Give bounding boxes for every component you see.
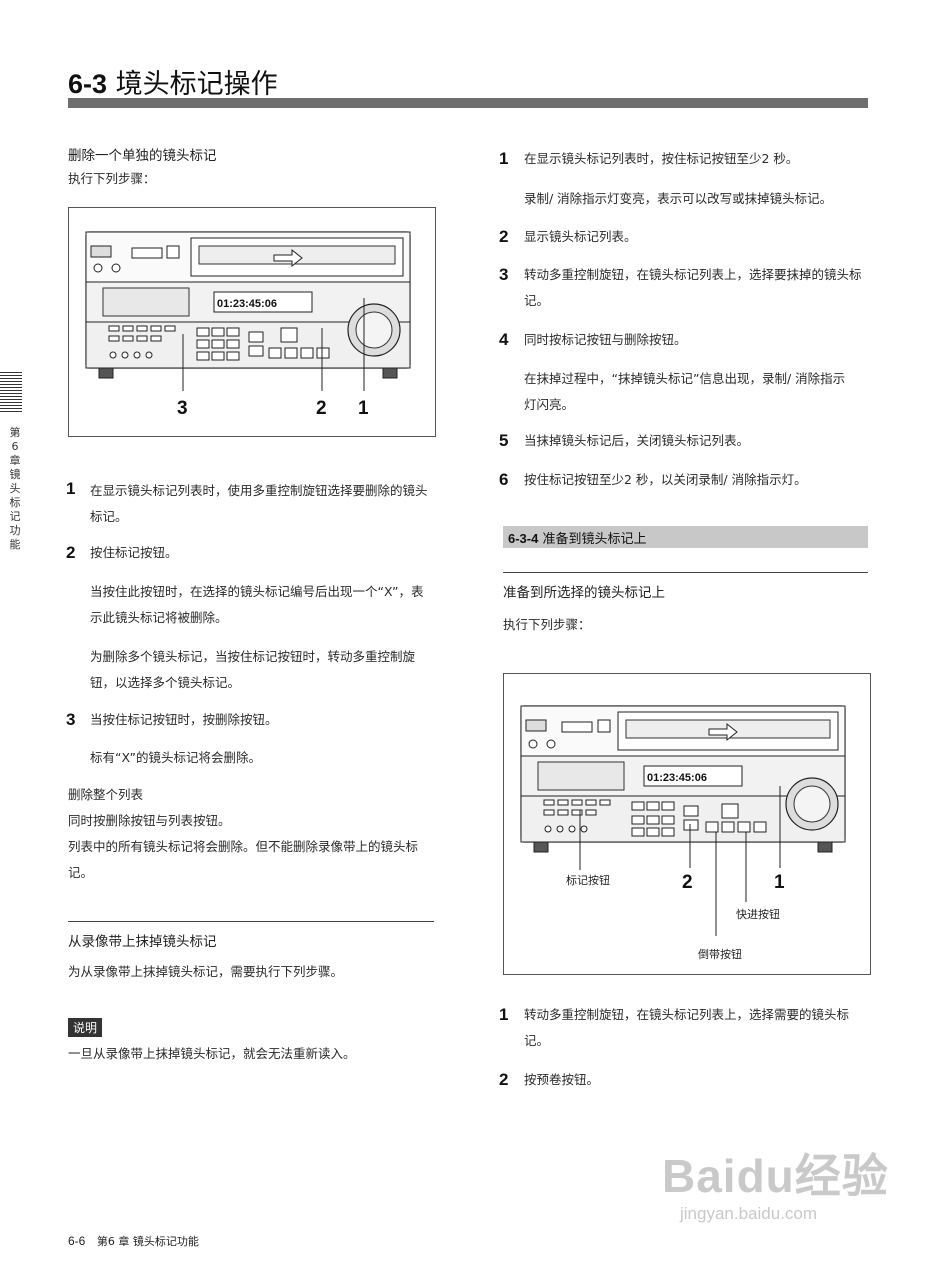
step-detail: 当按住此按钮时，在选择的镜头标记编号后出现一个“X”，表 示此镜头标记将被删除。 xyxy=(90,579,435,631)
watermark: Baidu经验 jingyan.baidu.com xyxy=(662,1140,889,1224)
step-text: 在显示镜头标记列表时，使用多重控制旋钮选择要删除的镜头 标记。 xyxy=(90,478,435,530)
section-title: 境头标记操作 xyxy=(115,69,278,100)
text-line: 列表中的所有镜头标记将会删除。但不能删除录像带上的镜头标 xyxy=(68,839,419,854)
step-line: 转动多重控制旋钮，在镜头标记列表上，选择需要的镜头标 xyxy=(524,1007,850,1022)
page-number: 6-6 xyxy=(68,1234,86,1248)
subsection-number: 6-3-4 xyxy=(508,531,539,546)
step-line: 记。 xyxy=(524,1033,550,1048)
callout-3: 3 xyxy=(177,398,188,419)
detail-line: 灯闪亮。 xyxy=(524,397,575,412)
figure-vtr-panel-2: 01:23:45:06 标记按钮 2 1 快进按钮 倒带按钮 xyxy=(503,673,871,975)
callout-1: 1 xyxy=(358,398,369,419)
step-text: 按住标记按钮至少2 秒，以关闭录制/ 消除指示灯。 xyxy=(524,472,807,487)
label-ff-button: 快进按钮 xyxy=(736,907,780,921)
step-number: 3 xyxy=(499,265,509,284)
watermark-url: jingyan.baidu.com xyxy=(680,1204,818,1223)
vtr-panel-drawing: 01:23:45:06 3 2 1 xyxy=(85,231,411,419)
vtr-panel-drawing: 01:23:45:06 标记按钮 2 1 快进按钮 倒带按钮 xyxy=(520,705,846,961)
step-number: 4 xyxy=(499,330,509,349)
section-number: 6-3 xyxy=(68,69,108,99)
step-number: 6 xyxy=(499,470,509,489)
detail-line: 示此镜头标记将被删除。 xyxy=(90,610,228,625)
step-text: 转动多重控制旋钮，在镜头标记列表上，选择要抹掉的镜头标 记。 xyxy=(524,262,869,314)
subheading-cue-to-mark: 准备到所选择的镜头标记上 xyxy=(503,585,665,601)
subsection-title: 准备到镜头标记上 xyxy=(542,532,647,547)
label-mark-button: 标记按钮 xyxy=(566,873,610,887)
step-detail: 录制/ 消除指示灯变亮，表示可以改写或抹掉镜头标记。 xyxy=(524,191,833,206)
step-number: 3 xyxy=(66,710,76,729)
step-text: 同时按标记按钮与删除按钮。 xyxy=(524,332,687,347)
detail-line: 在抹掉过程中，“抹掉镜头标记”信息出现，录制/ 消除指示 xyxy=(524,371,846,386)
timecode-display-1: 01:23:45:06 xyxy=(217,298,277,310)
intro-text: 执行下列步骤： xyxy=(503,617,591,632)
figure-vtr-panel-1: 01:23:45:06 3 2 1 xyxy=(68,207,436,437)
watermark-logo: Baidu经验 xyxy=(662,1150,889,1202)
step-text: 在显示镜头标记列表时，按住标记按钮至少2 秒。 xyxy=(524,151,799,166)
step-text: 显示镜头标记列表。 xyxy=(524,229,637,244)
subsection-heading: 6-3-4 准备到镜头标记上 xyxy=(508,528,647,547)
step-number: 2 xyxy=(499,1070,509,1089)
step-number: 1 xyxy=(66,479,76,498)
step-line: 标记。 xyxy=(90,509,128,524)
intro-text: 执行下列步骤： xyxy=(68,171,156,186)
subsection-bar: 6-3-4 准备到镜头标记上 xyxy=(503,526,868,548)
chapter-tab-label: 第6章 镜头标记功能 xyxy=(9,426,21,551)
callout-2: 2 xyxy=(682,872,693,893)
step-detail: 为删除多个镜头标记，当按住标记按钮时，转动多重控制旋 钮，以选择多个镜头标记。 xyxy=(90,644,435,696)
text-line: 记。 xyxy=(68,865,94,880)
step-line: 在显示镜头标记列表时，使用多重控制旋钮选择要删除的镜头 xyxy=(90,483,428,498)
callout-1: 1 xyxy=(774,872,785,893)
subheading-delete-single: 删除一个单独的镜头标记 xyxy=(68,148,217,164)
erase-intro: 为从录像带上抹掉镜头标记，需要执行下列步骤。 xyxy=(68,964,344,979)
step-detail: 标有“X”的镜头标记将会删除。 xyxy=(90,750,262,765)
title-rule xyxy=(68,98,868,108)
detail-line: 为删除多个镜头标记，当按住标记按钮时，转动多重控制旋 xyxy=(90,649,416,664)
subheading-delete-list: 删除整个列表 xyxy=(68,787,144,802)
step-number: 5 xyxy=(499,431,509,450)
text-line: 同时按删除按钮与列表按钮。 xyxy=(68,813,231,828)
step-line: 记。 xyxy=(524,293,550,308)
step-line: 转动多重控制旋钮，在镜头标记列表上，选择要抹掉的镜头标 xyxy=(524,267,862,282)
step-text: 按住标记按钮。 xyxy=(90,545,178,560)
page-title: 6-3 境头标记操作 xyxy=(68,62,278,101)
label-rew-button: 倒带按钮 xyxy=(698,947,742,961)
note-text: 一旦从录像带上抹掉镜头标记，就会无法重新读入。 xyxy=(68,1046,356,1061)
section-rule xyxy=(503,572,868,573)
page-footer: 6-6 第6 章 镜头标记功能 xyxy=(68,1233,199,1249)
timecode-display-2: 01:23:45:06 xyxy=(647,772,707,784)
step-text: 当按住标记按钮时，按删除按钮。 xyxy=(90,712,278,727)
step-number: 2 xyxy=(499,227,509,246)
step-text: 按预卷按钮。 xyxy=(524,1072,600,1087)
detail-line: 钮，以选择多个镜头标记。 xyxy=(90,675,241,690)
detail-line: 当按住此按钮时，在选择的镜头标记编号后出现一个“X”，表 xyxy=(90,584,424,599)
step-detail: 在抹掉过程中，“抹掉镜头标记”信息出现，录制/ 消除指示 灯闪亮。 xyxy=(524,366,869,418)
note-label: 说明 xyxy=(68,1018,103,1037)
callout-2: 2 xyxy=(316,398,327,419)
step-text: 当抹掉镜头标记后，关闭镜头标记列表。 xyxy=(524,433,750,448)
footer-chapter: 第6 章 镜头标记功能 xyxy=(96,1235,199,1248)
step-number: 2 xyxy=(66,543,76,562)
step-number: 1 xyxy=(499,149,509,168)
step-text: 转动多重控制旋钮，在镜头标记列表上，选择需要的镜头标 记。 xyxy=(524,1002,869,1054)
subheading-erase-tape: 从录像带上抹掉镜头标记 xyxy=(68,934,217,950)
step-number: 1 xyxy=(499,1005,509,1024)
section-rule xyxy=(68,921,434,922)
chapter-tab-marker xyxy=(0,372,22,412)
delete-list-text: 同时按删除按钮与列表按钮。 列表中的所有镜头标记将会删除。但不能删除录像带上的镜… xyxy=(68,808,436,886)
